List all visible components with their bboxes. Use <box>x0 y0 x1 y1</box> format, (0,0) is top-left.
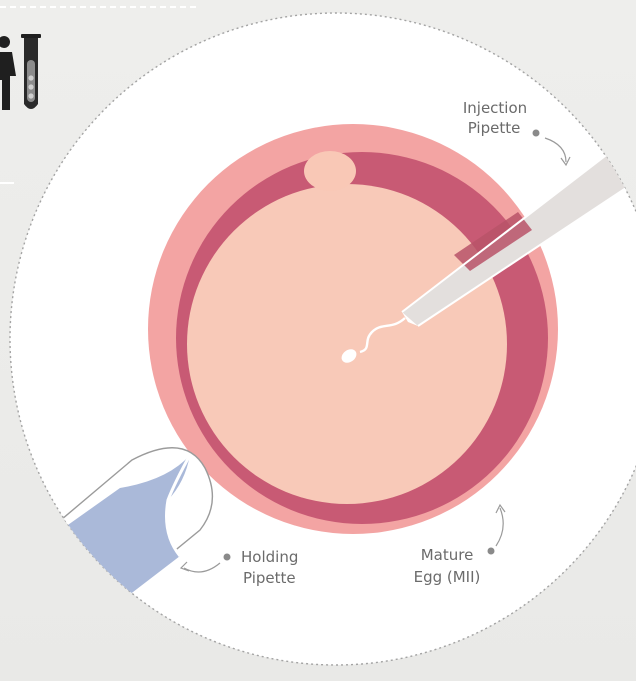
mature-egg-label-line1: Mature <box>421 546 474 564</box>
holding-label-dot <box>224 554 231 561</box>
injection-pipette-label-line2: Pipette <box>468 119 521 137</box>
holding-pipette-label-line1: Holding <box>241 548 298 566</box>
mature-egg-label-dot <box>488 548 495 555</box>
polar-body <box>304 151 356 191</box>
holding-pipette-label-line2: Pipette <box>243 569 296 587</box>
egg-cytoplasm <box>187 184 507 504</box>
couple-icon <box>0 36 16 110</box>
mature-egg-label-line2: Egg (MII) <box>414 568 481 586</box>
injection-pipette-label-line1: Injection <box>463 99 527 117</box>
test-tube-icon <box>21 34 41 109</box>
injection-label-dot <box>533 130 540 137</box>
